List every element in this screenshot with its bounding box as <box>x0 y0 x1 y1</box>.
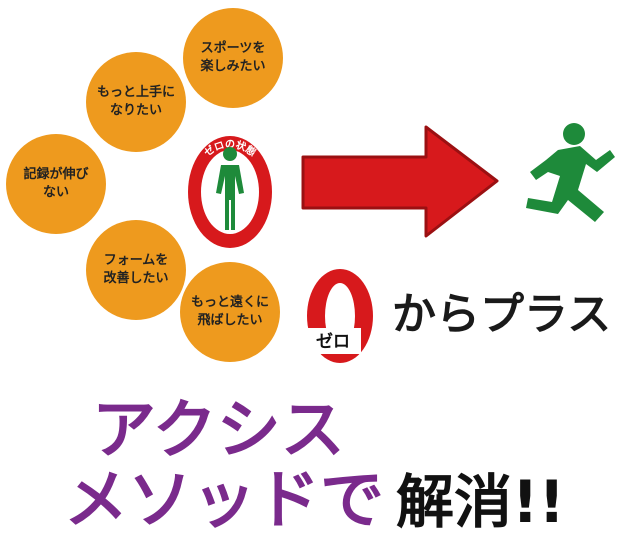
headline-line2: メソッドで <box>64 464 384 538</box>
zero-state-emblem: ゼロの状態 <box>188 136 272 248</box>
zero-plus-emblem: ゼロ <box>305 269 373 363</box>
plus-text: からプラス <box>392 289 611 340</box>
concern-bubble-distance: もっと遠くに 飛ばしたい <box>180 262 280 362</box>
concern-bubble-sports: スポーツを 楽しみたい <box>183 8 283 108</box>
bubble-text: もっと上手に <box>96 85 175 100</box>
concern-bubble-record: 記録が伸び ない <box>6 134 106 234</box>
bubble-text: スポーツを <box>200 41 266 56</box>
bubble-text: 改善したい <box>103 271 169 286</box>
bubble-text: 飛ばしたい <box>197 313 263 328</box>
headline-accent: 解消!! <box>396 468 565 536</box>
concern-bubble-improve: もっと上手に なりたい <box>86 52 186 152</box>
zero-badge-text: ゼロ <box>316 331 350 352</box>
bubble-text: なりたい <box>109 103 162 118</box>
standing-person-icon <box>216 147 244 230</box>
right-arrow-icon <box>301 125 499 238</box>
bubble-text: もっと遠くに <box>190 295 269 310</box>
concern-bubble-form: フォームを 改善したい <box>86 220 186 320</box>
headline-line1: アクシス <box>92 394 345 468</box>
bubble-text: ない <box>42 185 69 200</box>
bubble-text: 記録が伸び <box>23 167 89 182</box>
running-person-icon <box>526 123 615 222</box>
zero-badge-box <box>305 328 361 354</box>
bubble-text: 楽しみたい <box>200 59 266 74</box>
bubble-text: フォームを <box>103 253 169 268</box>
